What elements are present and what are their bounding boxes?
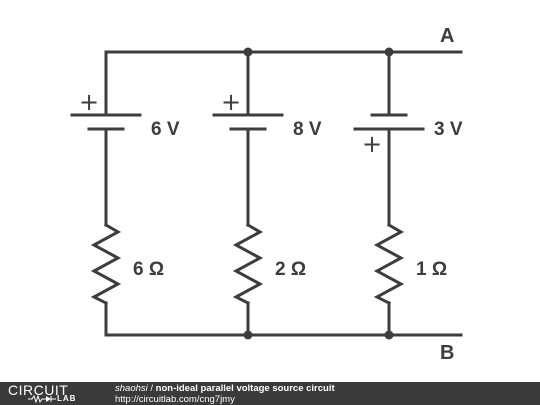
footer-bar: CIRCUIT LAB shaohsi / non-ideal parallel… <box>0 382 540 405</box>
resistor-3 <box>373 222 405 306</box>
branch-2: + 8 V 2 Ω <box>212 50 322 337</box>
caption-line-1: shaohsi / non-ideal parallel voltage sou… <box>115 383 335 394</box>
caption-separator: / <box>147 383 156 394</box>
circuit-diagram: + 6 V 6 Ω + 8 V 2 Ω + 3 V 1 Ω A B <box>70 25 463 364</box>
junction-bottom-3 <box>384 330 394 340</box>
circuitlab-logo[interactable]: CIRCUIT LAB <box>8 382 96 404</box>
battery-3-voltage-label: 3 V <box>434 119 463 140</box>
branch-3: + 3 V 1 Ω <box>353 50 463 337</box>
battery-2-plus-sign: + <box>221 88 241 116</box>
logo-circuit-text: CIRCUIT <box>8 382 69 398</box>
logo-resistor-diode-icon <box>28 395 56 403</box>
logo-lab-text: LAB <box>57 394 77 403</box>
junction-top-3 <box>384 47 394 57</box>
resistor-1 <box>90 222 122 306</box>
resistor-2 <box>232 222 264 306</box>
junction-top-2 <box>243 47 253 57</box>
branch-1: + 6 V 6 Ω <box>70 50 180 337</box>
terminal-b-label: B <box>440 342 454 364</box>
resistor-2-label: 2 Ω <box>275 259 306 280</box>
battery-1-plus-sign: + <box>79 88 99 116</box>
battery-2-voltage-label: 8 V <box>293 119 322 140</box>
author-link[interactable]: shaohsi <box>115 383 148 394</box>
terminal-a-label: A <box>440 25 454 47</box>
resistor-1-label: 6 Ω <box>133 259 164 280</box>
battery-1-voltage-label: 6 V <box>151 119 180 140</box>
circuit-url[interactable]: http://circuitlab.com/cng7jmy <box>115 394 235 405</box>
footer-caption: shaohsi / non-ideal parallel voltage sou… <box>115 383 335 405</box>
resistor-3-label: 1 Ω <box>416 259 447 280</box>
junction-bottom-2 <box>243 330 253 340</box>
battery-3-plus-sign: + <box>362 130 382 158</box>
circuit-title: non-ideal parallel voltage source circui… <box>155 383 335 394</box>
